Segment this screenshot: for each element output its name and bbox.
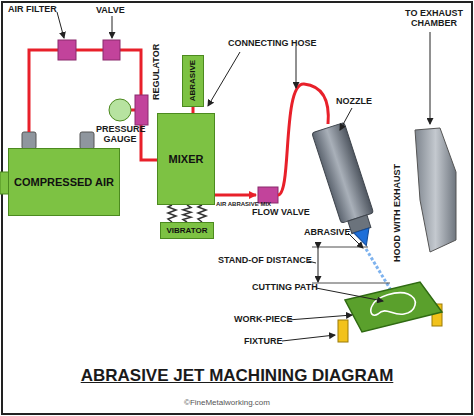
dimension-line [318,248,319,282]
leader-line [208,52,240,106]
node-text: COMPRESSED AIR [14,176,114,189]
valve [103,40,120,60]
part-label: AIR ABRASIVE MIX [216,201,271,208]
part-label: CONNECTING HOSE [228,38,317,48]
mix-line [215,194,256,197]
fixture-leg [338,320,348,342]
leader-line [430,32,431,124]
part-label: STAND-OF DISTANCE [218,255,312,265]
leader-line [296,46,297,88]
abrasive-hopper: ABRASIVE [182,55,204,107]
node-text: MIXER [169,153,204,166]
air-pipe [120,50,141,95]
gauge-pipe [131,109,135,112]
part-label: HOOD WITH EXHAUST [392,164,402,262]
leader-line [282,335,335,341]
part-label: REGULATOR [151,44,161,100]
leader-line [340,108,352,130]
part-label: FLOW VALVE [252,207,310,217]
dimension-extension [312,283,390,284]
part-label: PRESSURE GAUGE [96,124,144,145]
tank-box: COMPRESSED AIR [8,148,120,216]
air-pipe [29,50,58,132]
tank-cylinder [80,132,94,149]
leader-line [316,288,383,301]
part-label: VALVE [96,5,125,15]
regulator [135,95,148,125]
air-pipe [76,49,103,52]
part-label: ABRASIVE [304,227,351,237]
hood [415,128,456,252]
leader-line [57,12,64,38]
part-label: AIR FILTER [8,4,57,14]
mixer-box: MIXER [157,113,215,205]
tank-cylinder [22,132,36,149]
part-label: TO EXHAUST CHAMBER [398,8,470,29]
work-piece [345,282,442,332]
abrasive-jet [366,249,392,292]
part-label: NOZZLE [336,96,372,106]
diagram-title: ABRASIVE JET MACHINING DIAGRAM [0,366,474,386]
spring [198,205,206,222]
node-text: ABRASIVE [188,60,197,101]
node-text: VIBRATOR [166,226,207,235]
spring [168,205,176,222]
dimension-extension [312,247,368,248]
part-label: ©FineMetalworking.com [184,398,270,407]
cutting-path [371,293,415,316]
air-filter [58,40,76,60]
flow-valve [258,187,278,203]
vibrator-box: VIBRATOR [160,222,214,239]
part-label: WORK-PIECE [234,314,293,324]
pressure-gauge [109,99,131,121]
leader-line [112,16,113,38]
part-label: CUTTING PATH [252,282,318,292]
leader-line [288,315,352,320]
part-label: FIXTURE [244,336,283,346]
spring-connector [183,205,191,222]
